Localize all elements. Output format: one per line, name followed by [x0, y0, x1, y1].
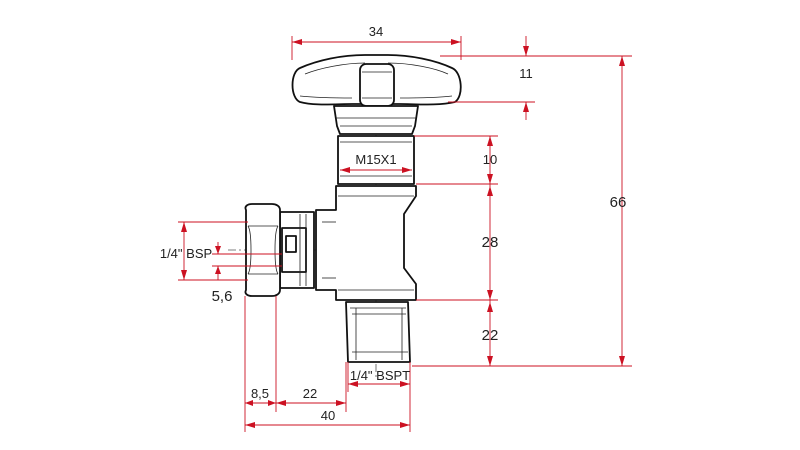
threaded-stem — [337, 135, 415, 185]
valve-body — [315, 185, 417, 301]
dim-stem-thread-label: M15X1 — [355, 152, 396, 167]
handwheel — [291, 54, 462, 107]
dim-stem-thread: M15X1 — [340, 152, 412, 173]
dim-total-width: 40 — [245, 392, 411, 432]
dim-handle-height: 11 — [440, 36, 535, 120]
dim-side-thread: 1/4" BSP — [160, 221, 248, 281]
dim-side-length: 22 — [276, 362, 347, 412]
dim-body-height-label: 28 — [482, 234, 499, 251]
dim-outlet-height-label: 22 — [482, 327, 499, 344]
dim-nut-width-label: 8,5 — [251, 386, 269, 401]
dim-bottom-thread-label: 1/4" BSPT — [350, 368, 410, 383]
dim-side-thread-label: 1/4" BSP — [160, 246, 212, 261]
bonnet — [333, 105, 419, 135]
dim-side-length-label: 22 — [303, 386, 317, 401]
dim-stem-height-label: 10 — [483, 152, 497, 167]
bottom-outlet — [345, 301, 411, 363]
dim-total-height: 66 — [412, 55, 632, 367]
dim-stem-height: 10 — [414, 135, 498, 185]
side-connector — [244, 203, 315, 297]
dim-side-offset-label: 5,6 — [212, 288, 233, 305]
dim-total-height-label: 66 — [610, 194, 627, 211]
dim-total-width-label: 40 — [321, 408, 335, 423]
dim-body-height: 28 — [416, 184, 499, 301]
dim-side-offset: 5,6 — [212, 242, 282, 305]
dim-handle-height-label: 11 — [519, 66, 533, 81]
dimensions: 34 11 66 M15X1 — [160, 24, 632, 432]
dim-bottom-thread: 1/4" BSPT — [347, 362, 411, 392]
valve-outline — [244, 54, 462, 363]
dim-outlet-height: 22 — [482, 300, 499, 366]
dim-handle-width-label: 34 — [369, 24, 383, 39]
dim-nut-width: 8,5 — [244, 296, 277, 432]
